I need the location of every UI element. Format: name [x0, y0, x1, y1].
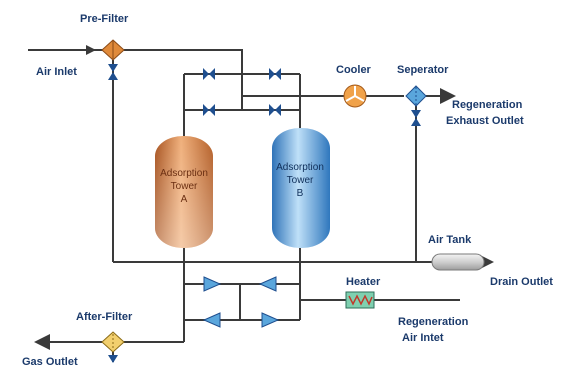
air-tank-label: Air Tank: [428, 234, 472, 246]
valve-icon[interactable]: [269, 104, 281, 116]
tower-a-label-2: Tower: [171, 181, 198, 192]
check-valve-icon[interactable]: [202, 312, 221, 328]
top-valves: [203, 68, 281, 116]
regen-exhaust-label-2: Exhaust Outlet: [446, 115, 524, 127]
air-tank-icon[interactable]: [431, 253, 485, 271]
bottom-valves: [202, 276, 280, 328]
separator: [405, 85, 427, 107]
pre-filter: [101, 39, 125, 61]
check-valve-icon[interactable]: [203, 276, 222, 292]
heater-label: Heater: [346, 276, 381, 288]
tower-b-label-3: B: [297, 188, 304, 199]
tower-b-label-1: Adsorption: [276, 162, 324, 173]
prefilter-outlet-pipe: [124, 49, 243, 96]
cooler-label: Cooler: [336, 64, 372, 76]
regen-air-label-1: Regeneration: [398, 316, 469, 328]
prefilter-drain-valve-icon[interactable]: [108, 64, 118, 80]
air-inlet-arrow-icon: [86, 45, 96, 55]
tower-b-label-2: Tower: [287, 175, 314, 186]
tower-b-vessel: [272, 128, 330, 248]
check-valve-icon[interactable]: [258, 276, 277, 292]
valve-icon[interactable]: [269, 68, 281, 80]
regen-exhaust-label-1: Regeneration: [452, 99, 523, 111]
separator-drain-valve-icon[interactable]: [411, 110, 421, 126]
tower-a-label-3: A: [181, 194, 188, 205]
tower-b: [272, 128, 330, 248]
check-valve-icon[interactable]: [261, 312, 280, 328]
pre-filter-label: Pre-Filter: [80, 13, 129, 25]
drain-valves: [108, 64, 421, 363]
pipes: [28, 49, 494, 362]
tower-a-label-1: Adsorption: [160, 168, 208, 179]
heater: [345, 291, 375, 309]
afterfilter-drain-valve-icon[interactable]: [108, 355, 118, 363]
after-filter: [101, 331, 125, 353]
after-filter-label: After-Filter: [76, 311, 133, 323]
cooler: [343, 84, 367, 108]
tower-a: [155, 136, 213, 248]
valve-icon[interactable]: [203, 68, 215, 80]
to-cooler-pipe: [241, 95, 344, 110]
separator-label: Seperator: [397, 64, 449, 76]
air-inlet-label: Air Inlet: [36, 66, 77, 78]
regen-air-label-2: Air Intet: [402, 332, 444, 344]
valve-icon[interactable]: [203, 104, 215, 116]
gas-outlet-label: Gas Outlet: [22, 356, 78, 368]
drain-outlet-label: Drain Outlet: [490, 276, 553, 288]
